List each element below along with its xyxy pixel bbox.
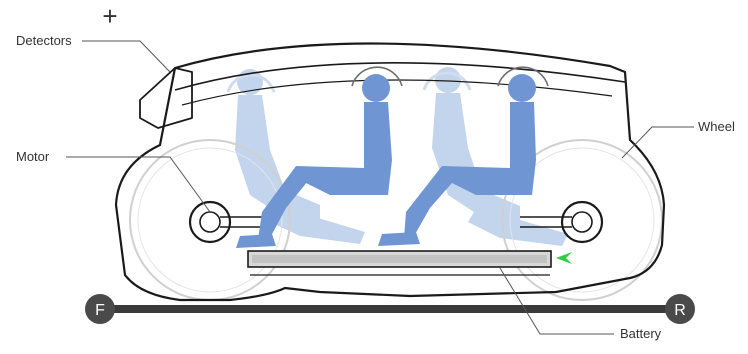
battery xyxy=(248,251,572,267)
battery-leader xyxy=(500,268,614,334)
front-label: F xyxy=(95,302,105,319)
battery-cells xyxy=(252,255,547,263)
detectors-label: Detectors xyxy=(16,33,72,48)
track-bar xyxy=(100,305,680,313)
plus-icon: + xyxy=(102,1,117,31)
arrow-indicator-icon xyxy=(556,252,572,264)
ghost-passenger-front xyxy=(235,69,365,244)
battery-label: Battery xyxy=(620,326,662,341)
rear-label: R xyxy=(674,302,686,319)
detectors-leader xyxy=(82,41,170,72)
wheel-label: Wheel xyxy=(698,119,735,134)
motor-label: Motor xyxy=(16,149,50,164)
